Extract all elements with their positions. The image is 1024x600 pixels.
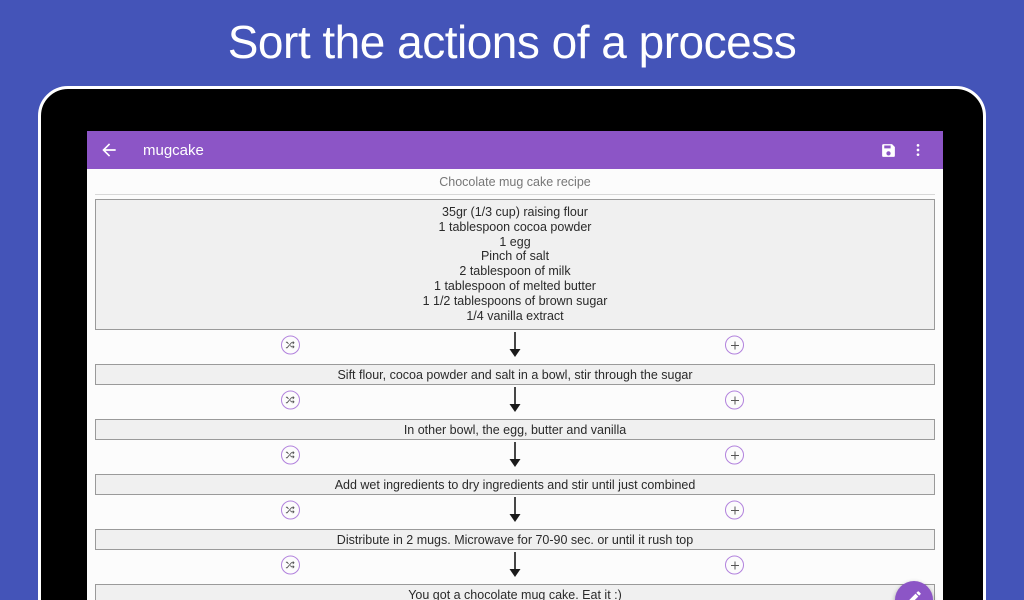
- process-editor-body: Chocolate mug cake recipe 35gr (1/3 cup)…: [87, 169, 943, 600]
- arrow-down-icon: [508, 442, 522, 468]
- shuffle-icon[interactable]: [281, 390, 300, 410]
- connector-row: [95, 330, 935, 360]
- overflow-menu-icon[interactable]: [905, 137, 931, 163]
- promo-headline: Sort the actions of a process: [227, 16, 797, 68]
- toolbar-title: mugcake: [143, 141, 204, 159]
- recipe-title: Chocolate mug cake recipe: [95, 169, 935, 195]
- ingredient-line: 1 tablespoon of melted butter: [434, 278, 596, 293]
- step-card[interactable]: Sift flour, cocoa powder and salt in a b…: [95, 364, 935, 386]
- connector-row: [95, 495, 935, 525]
- shuffle-icon[interactable]: [281, 555, 300, 575]
- edit-fab-button[interactable]: [895, 581, 933, 600]
- arrow-down-icon: [508, 497, 522, 523]
- shuffle-icon[interactable]: [281, 445, 300, 465]
- plus-icon[interactable]: [725, 445, 744, 465]
- plus-icon[interactable]: [725, 335, 744, 355]
- arrow-down-icon: [508, 332, 522, 358]
- step-card[interactable]: You got a chocolate mug cake. Eat it :): [95, 584, 935, 600]
- ingredient-line: 1 egg: [499, 234, 531, 249]
- ingredient-line: Pinch of salt: [480, 249, 550, 264]
- ingredient-line: 1/4 vanilla extract: [466, 308, 564, 323]
- connector-row: [95, 550, 935, 580]
- app-toolbar: mugcake: [87, 131, 943, 169]
- step-card[interactable]: Distribute in 2 mugs. Microwave for 70-9…: [95, 529, 935, 551]
- ingredients-card[interactable]: 35gr (1/3 cup) raising flour 1 tablespoo…: [95, 199, 935, 331]
- shuffle-icon[interactable]: [281, 335, 300, 355]
- ingredient-line: 1 tablespoon cocoa powder: [438, 219, 592, 234]
- plus-icon[interactable]: [725, 390, 744, 410]
- back-arrow-icon[interactable]: [97, 138, 121, 162]
- plus-icon[interactable]: [725, 500, 744, 520]
- ingredient-line: 1 1/2 tablespoons of brown sugar: [422, 293, 608, 308]
- ingredient-line: 2 tablespoon of milk: [459, 264, 571, 279]
- shuffle-icon[interactable]: [281, 500, 300, 520]
- save-floppy-icon[interactable]: [875, 137, 901, 163]
- step-card[interactable]: In other bowl, the egg, butter and vanil…: [95, 419, 935, 441]
- step-card[interactable]: Add wet ingredients to dry ingredients a…: [95, 474, 935, 496]
- ingredient-line: 35gr (1/3 cup) raising flour: [442, 205, 588, 219]
- connector-row: [95, 385, 935, 415]
- connector-row: [95, 440, 935, 470]
- app-screen: mugcake Chocolate mug cak: [87, 131, 943, 600]
- tablet-device-frame: mugcake Chocolate mug cak: [38, 86, 986, 600]
- edit-pencil-icon: [905, 589, 923, 600]
- arrow-down-icon: [508, 552, 522, 578]
- plus-icon[interactable]: [725, 555, 744, 575]
- arrow-down-icon: [508, 387, 522, 413]
